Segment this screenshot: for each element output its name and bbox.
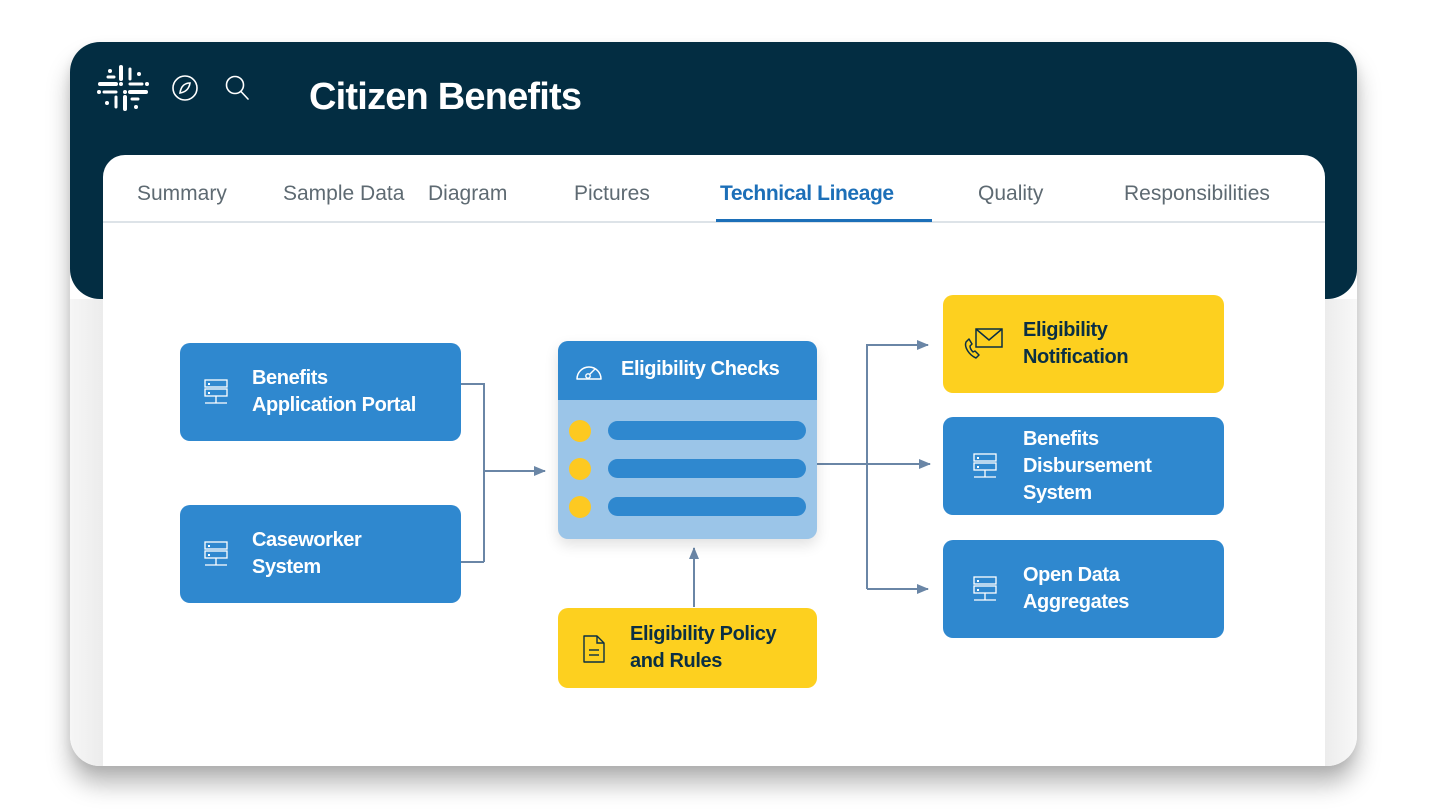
tab-responsibilities[interactable]: Responsibilities (1124, 182, 1270, 205)
node-eligibility-checks[interactable]: Eligibility Checks (558, 341, 817, 539)
node-eligibility-notification[interactable]: Eligibility Notification (943, 295, 1224, 393)
tab-sample-data[interactable]: Sample Data (283, 182, 405, 205)
tab-technical-lineage[interactable]: Technical Lineage (720, 182, 894, 205)
label-line: Caseworker (252, 529, 362, 551)
tab-diagram[interactable]: Diagram (428, 182, 508, 205)
label-line: Eligibility Policy (630, 623, 777, 645)
checks-title: Eligibility Checks (621, 358, 780, 380)
label-line: System (252, 556, 321, 578)
node-eligibility-policy-and-rules[interactable]: Eligibility Policy and Rules (558, 608, 817, 688)
label-line: Benefits (252, 367, 328, 389)
node-label: Benefits Application Portal (252, 365, 416, 419)
tab-pictures[interactable]: Pictures (574, 182, 650, 205)
server-icon (204, 541, 228, 566)
gauge-icon (576, 366, 602, 380)
tab-summary[interactable]: Summary (137, 182, 227, 205)
window-edge-left (70, 299, 103, 766)
label-line: Notification (1023, 346, 1129, 368)
active-tab-indicator (716, 219, 932, 222)
node-benefits-application-portal[interactable]: Benefits Application Portal (180, 343, 461, 441)
node-benefits-disbursement-system[interactable]: Benefits Disbursement System (943, 417, 1224, 515)
check-status-dot (569, 458, 591, 480)
label-line: Disbursement (1023, 454, 1152, 477)
label-line: Eligibility (1023, 319, 1108, 341)
node-label: Eligibility Policy and Rules (630, 621, 777, 675)
app-logo-icon[interactable] (96, 63, 150, 113)
server-icon (973, 576, 997, 601)
label-line: System (1023, 481, 1092, 504)
server-icon (204, 379, 228, 404)
window-edge-right (1325, 299, 1357, 766)
search-icon[interactable] (223, 74, 251, 102)
checks-header: Eligibility Checks (558, 341, 817, 400)
node-caseworker-system[interactable]: Caseworker System (180, 505, 461, 603)
check-item-bar (608, 497, 806, 516)
check-status-dot (569, 420, 591, 442)
label-line: Benefits (1023, 427, 1099, 450)
label-line: Aggregates (1023, 591, 1130, 613)
label-line: Application Portal (252, 394, 416, 416)
label-line: and Rules (630, 650, 722, 672)
page-title: Citizen Benefits (309, 76, 582, 118)
check-item-bar (608, 459, 806, 478)
tab-bar (103, 155, 1325, 223)
check-item-bar (608, 421, 806, 440)
label-line: Open Data (1023, 564, 1120, 586)
server-icon (973, 453, 997, 478)
envelope-phone-icon (964, 328, 1003, 359)
document-icon (583, 635, 605, 663)
node-label: Eligibility Notification (1023, 317, 1129, 371)
tab-quality[interactable]: Quality (978, 182, 1044, 205)
check-status-dot (569, 496, 591, 518)
node-open-data-aggregates[interactable]: Open Data Aggregates (943, 540, 1224, 638)
compass-icon[interactable] (171, 74, 199, 102)
node-label: Benefits Disbursement System (1023, 426, 1152, 507)
node-label: Open Data Aggregates (1023, 562, 1129, 616)
node-label: Caseworker System (252, 527, 362, 581)
